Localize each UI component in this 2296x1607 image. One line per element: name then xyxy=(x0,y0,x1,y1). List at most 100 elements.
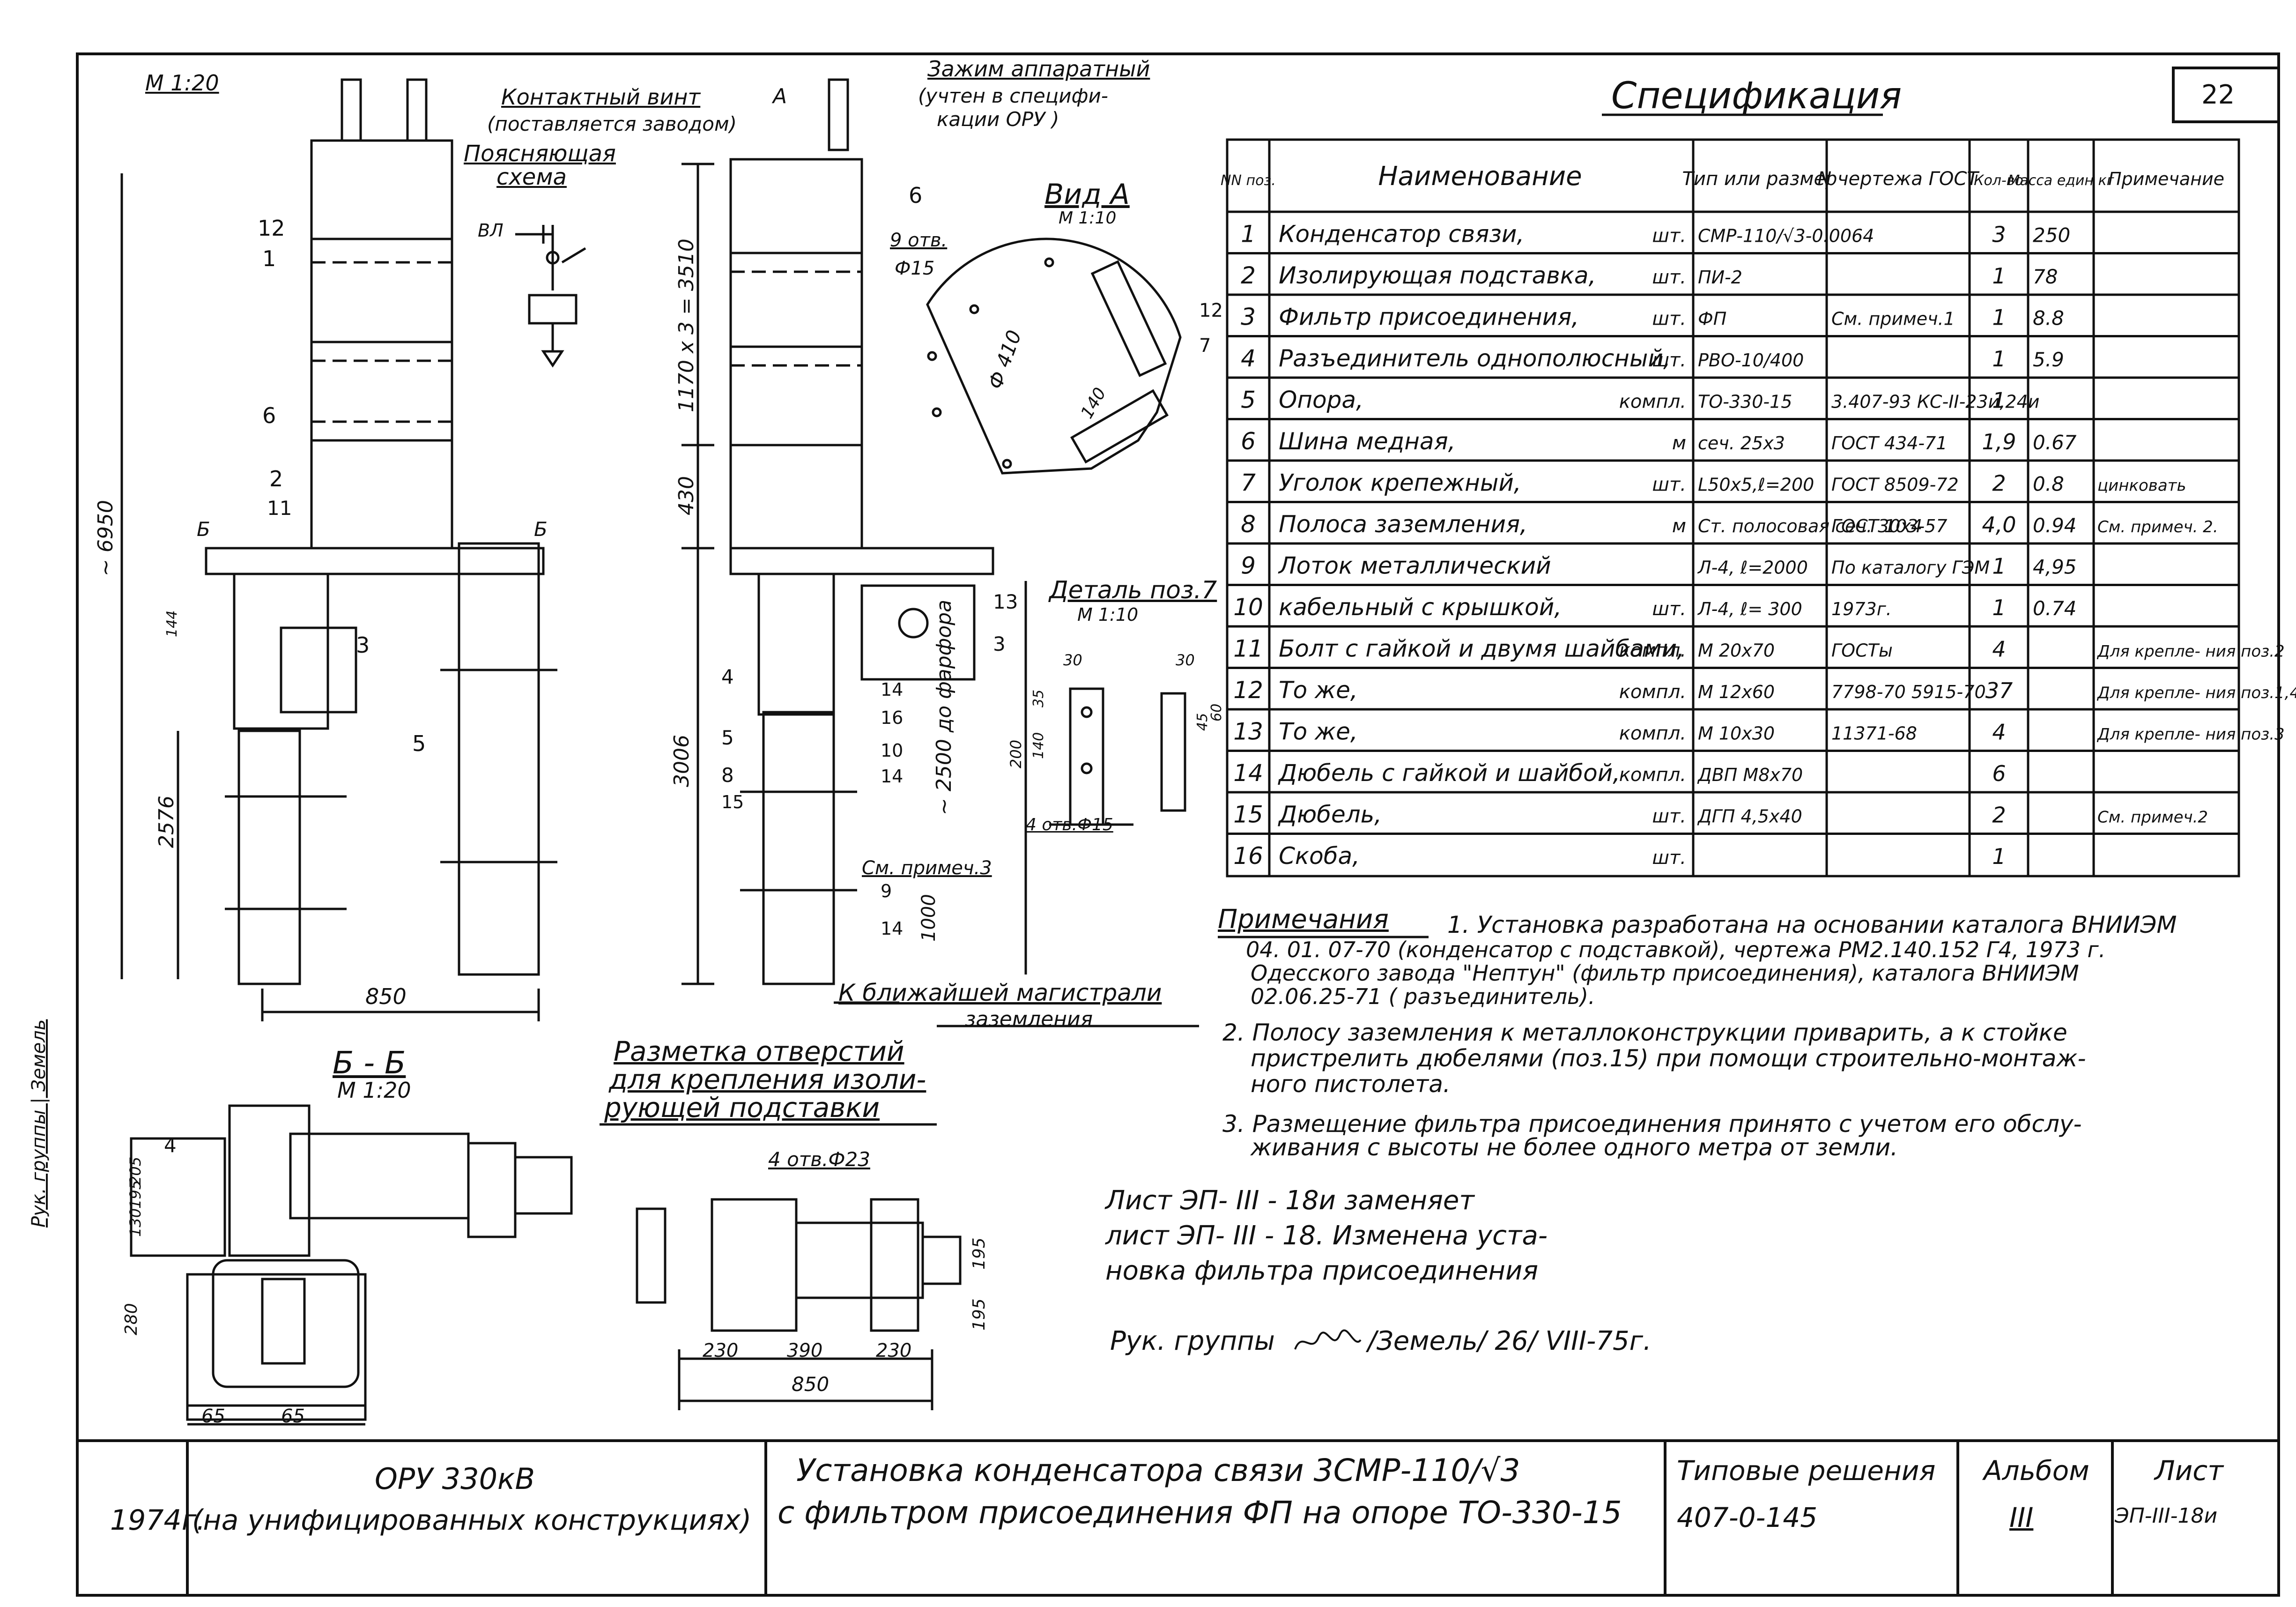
spec-cell-name: Опора, xyxy=(1279,387,1363,414)
spec-cell-qty: 6 xyxy=(1992,761,2006,786)
spec-cell-qty: 1 xyxy=(1992,595,2006,620)
spec-header-qty: Кол-во xyxy=(1974,172,2023,189)
spec-cell-mass: 250 xyxy=(2033,224,2070,247)
spec-cell-note: См. примеч.2 xyxy=(2097,808,2208,827)
scale-label: М 1:20 xyxy=(145,70,219,96)
spec-cell-mass: 78 xyxy=(2033,265,2058,288)
spec-header-type: Тип или размер xyxy=(1682,168,1837,190)
spec-cell-unit: компл. xyxy=(1619,640,1686,662)
side-elevation xyxy=(120,78,557,1021)
spec-cell-qty: 4 xyxy=(1992,637,2006,662)
spec-cell-name: Конденсатор связи, xyxy=(1279,221,1524,248)
spec-cell-drawing: ГОСТ 103-57 xyxy=(1831,516,1948,536)
spec-cell-unit: компл. xyxy=(1619,391,1686,413)
vl-label: ВЛ xyxy=(478,220,504,241)
det-dim-35: 35 xyxy=(1030,689,1047,707)
spec-cell-pos: 4 xyxy=(1241,345,1256,372)
det-dim-60: 60 xyxy=(1208,703,1225,722)
spec-cell-unit: компл. xyxy=(1619,723,1686,744)
spec-cell-type: М 20x70 xyxy=(1698,640,1775,661)
typical-solutions-value: 407-0-145 xyxy=(1677,1502,1818,1533)
spec-cell-name: Уголок крепежный, xyxy=(1279,469,1521,497)
pos-mark-3-front: 3 xyxy=(993,632,1006,655)
dim-65-left: 65 xyxy=(201,1406,225,1427)
explain-scheme-title-2: схема xyxy=(496,164,567,190)
spec-header-drawing: N чертежа ГОСТ xyxy=(1817,168,1980,190)
replacement-line-2: лист ЭП- III - 18. Изменена уста- xyxy=(1105,1220,1548,1251)
explanatory-scheme xyxy=(515,225,586,368)
view-a-scale: М 1:10 xyxy=(1059,208,1117,228)
note-3-line-1: 3. Размещение фильтра присоединения прин… xyxy=(1222,1110,2082,1138)
spec-cell-type: Л-4, ℓ=2000 xyxy=(1697,558,1808,578)
spec-cell-type: ДВП М8x70 xyxy=(1697,765,1803,785)
spec-cell-pos: 15 xyxy=(1233,801,1263,828)
dim-65-right: 65 xyxy=(281,1406,305,1427)
spec-cell-type: РВО-10/400 xyxy=(1698,350,1804,371)
spec-cell-pos: 8 xyxy=(1241,511,1256,538)
note-1-line-2: 04. 01. 07-70 (конденсатор с подставкой)… xyxy=(1246,937,2106,962)
det-dim-200: 200 xyxy=(1007,739,1025,768)
pos-mark-6: 6 xyxy=(262,403,276,428)
spec-table-grid xyxy=(1226,138,2240,878)
clamp-callout: Зажим аппаратный xyxy=(927,56,1150,82)
spec-cell-unit: шт. xyxy=(1652,350,1686,371)
spec-cell-qty: 1,9 xyxy=(1982,429,2016,454)
det-dim-30-right: 30 xyxy=(1176,651,1195,669)
spec-cell-unit: шт. xyxy=(1652,598,1686,620)
pos-mark-13: 13 xyxy=(993,590,1018,613)
view-a-title: Вид А xyxy=(1044,178,1130,211)
pos-mark-14-c: 14 xyxy=(881,918,904,939)
contact-screw-callout: Контактный винт xyxy=(501,84,701,110)
det-dim-30-left: 30 xyxy=(1063,651,1082,669)
detail-title: Деталь поз.7 xyxy=(1049,576,1217,604)
replacement-line-1: Лист ЭП- III - 18и заменяет xyxy=(1105,1185,1474,1216)
dim-1000: 1000 xyxy=(918,894,940,942)
pos-mark-16: 16 xyxy=(881,707,904,728)
section-bb-title: Б - Б xyxy=(333,1045,406,1081)
spec-cell-type: Ст. полосовая сеч. 30x4 xyxy=(1698,516,1922,536)
spec-cell-name: Разъединитель однополюсный, xyxy=(1279,345,1671,372)
spec-cell-pos: 2 xyxy=(1241,262,1256,289)
spec-cell-type: СМР-110/√3-0.0064 xyxy=(1698,226,1874,246)
spec-cell-pos: 11 xyxy=(1233,635,1263,662)
notes-title: Примечания xyxy=(1218,904,1389,935)
clamp-note-2: кации ОРУ ) xyxy=(937,108,1059,131)
spec-cell-name: Фильтр присоединения, xyxy=(1279,304,1579,331)
dim-195-top: 195 xyxy=(970,1237,989,1270)
holes-layout-title-3: рующей подставки xyxy=(604,1092,880,1123)
pos-mark-12: 12 xyxy=(258,216,285,241)
typical-solutions-label: Типовые решения xyxy=(1677,1455,1936,1487)
spec-cell-unit: м xyxy=(1672,432,1686,454)
spec-cell-unit: шт. xyxy=(1652,474,1686,496)
spec-cell-name: Болт с гайкой и двумя шайбами, xyxy=(1279,635,1684,662)
view-a xyxy=(926,238,1182,475)
spec-cell-note: цинковать xyxy=(2097,476,2186,495)
spec-cell-name: Полоса заземления, xyxy=(1279,511,1527,538)
spec-cell-name: Дюбель с гайкой и шайбой, xyxy=(1278,759,1620,787)
spec-cell-name: Дюбель, xyxy=(1278,801,1382,828)
spec-cell-unit: компл. xyxy=(1619,764,1686,786)
dim-3006: 3006 xyxy=(670,735,694,787)
dim-3510: 1170 x 3 = 3510 xyxy=(674,238,698,412)
front-elevation xyxy=(681,78,1027,1004)
spec-cell-pos: 10 xyxy=(1233,594,1263,621)
to-trunk-callout-2: заземления xyxy=(965,1007,1093,1031)
spec-cell-note: См. примеч. 2. xyxy=(2097,518,2218,536)
spec-cell-type: ФП xyxy=(1698,309,1726,329)
spec-cell-drawing: 11371-68 xyxy=(1831,723,1917,744)
view-a-holes: 9 отв. xyxy=(890,230,948,251)
title-org-line-1: ОРУ 330кВ xyxy=(375,1462,535,1496)
note-2-line-3: ного пистолета. xyxy=(1251,1071,1451,1098)
spec-cell-qty: 3 xyxy=(1992,222,2006,247)
hole-layout xyxy=(636,1198,962,1410)
spec-cell-qty: 2 xyxy=(1992,803,2006,828)
side-stamp: Рук. группы | Земель xyxy=(28,1019,50,1228)
pos-mark-9: 9 xyxy=(881,881,892,901)
spec-title: Спецификация xyxy=(1611,75,1902,117)
section-bb xyxy=(130,1104,573,1426)
dim-230-left: 230 xyxy=(703,1340,739,1361)
spec-cell-unit: шт. xyxy=(1652,225,1686,247)
spec-cell-qty: 2 xyxy=(1992,471,2006,496)
